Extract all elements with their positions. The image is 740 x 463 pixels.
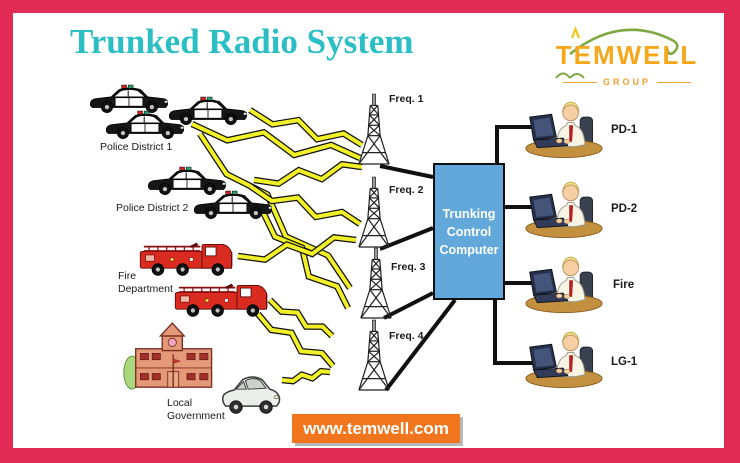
operator-label-pd-1: PD-1 xyxy=(611,124,638,136)
dispatcher-workstation-icon xyxy=(520,180,608,239)
lightning-bolt xyxy=(253,160,363,187)
website-url: www.temwell.com xyxy=(303,418,449,438)
trunking-control-computer-box: Trunking Control Computer xyxy=(433,163,505,300)
page-title: Trunked Radio System xyxy=(70,22,414,61)
lightning-bolt xyxy=(190,121,362,161)
tower-label-freq-1: Freq. 1 xyxy=(389,93,424,105)
source-label-police-district-2: Police District 2 xyxy=(116,202,189,214)
dispatcher-workstation-icon xyxy=(520,100,608,159)
logo-dash-left xyxy=(562,81,597,83)
dispatcher-workstation-icon xyxy=(520,255,608,314)
lightning-bolt xyxy=(248,183,362,227)
control-box-line: Control xyxy=(446,224,492,239)
lightning-bolt xyxy=(267,297,335,339)
source-label-local-government: Local Government xyxy=(167,397,225,422)
lightning-bolt xyxy=(197,132,353,290)
logo-swoosh-icon xyxy=(555,25,679,79)
radio-tower-icon xyxy=(357,318,391,394)
tower-label-freq-2: Freq. 2 xyxy=(389,184,424,196)
police-car-icon xyxy=(192,189,274,220)
radio-tower-icon xyxy=(357,92,391,168)
source-label-police-district-1: Police District 1 xyxy=(100,141,173,153)
logo-subtitle-text: GROUP xyxy=(602,77,651,87)
control-box-line: Trunking xyxy=(442,206,496,221)
government-building-icon xyxy=(122,320,218,394)
dispatcher-workstation-icon xyxy=(520,330,608,389)
operator-label-fire: Fire xyxy=(613,279,635,291)
lightning-bolt xyxy=(281,367,331,385)
lightning-bolt xyxy=(255,311,336,369)
source-label-fire-department: Fire Department xyxy=(118,270,173,295)
lightning-bolt xyxy=(248,107,364,148)
lightning-bolt xyxy=(259,208,351,310)
radio-tower-icon xyxy=(359,246,393,322)
temwell-logo: TEMWELL GROUP xyxy=(542,20,712,96)
tower-label-freq-4: Freq. 4 xyxy=(389,330,424,342)
tower-label-freq-3: Freq. 3 xyxy=(391,261,426,273)
control-box-line: Computer xyxy=(439,242,499,257)
logo-subtitle: GROUP xyxy=(542,77,712,87)
radio-tower-icon xyxy=(357,175,391,251)
website-banner: www.temwell.com xyxy=(292,414,460,443)
lightning-bolts xyxy=(190,107,364,385)
logo-brand-text: TEMWELL xyxy=(555,40,699,70)
police-car-icon xyxy=(104,109,186,140)
operator-label-pd-2: PD-2 xyxy=(611,203,638,215)
logo-dash-right xyxy=(657,81,691,83)
operator-label-lg-1: LG-1 xyxy=(611,356,638,368)
lightning-bolt xyxy=(237,234,357,263)
